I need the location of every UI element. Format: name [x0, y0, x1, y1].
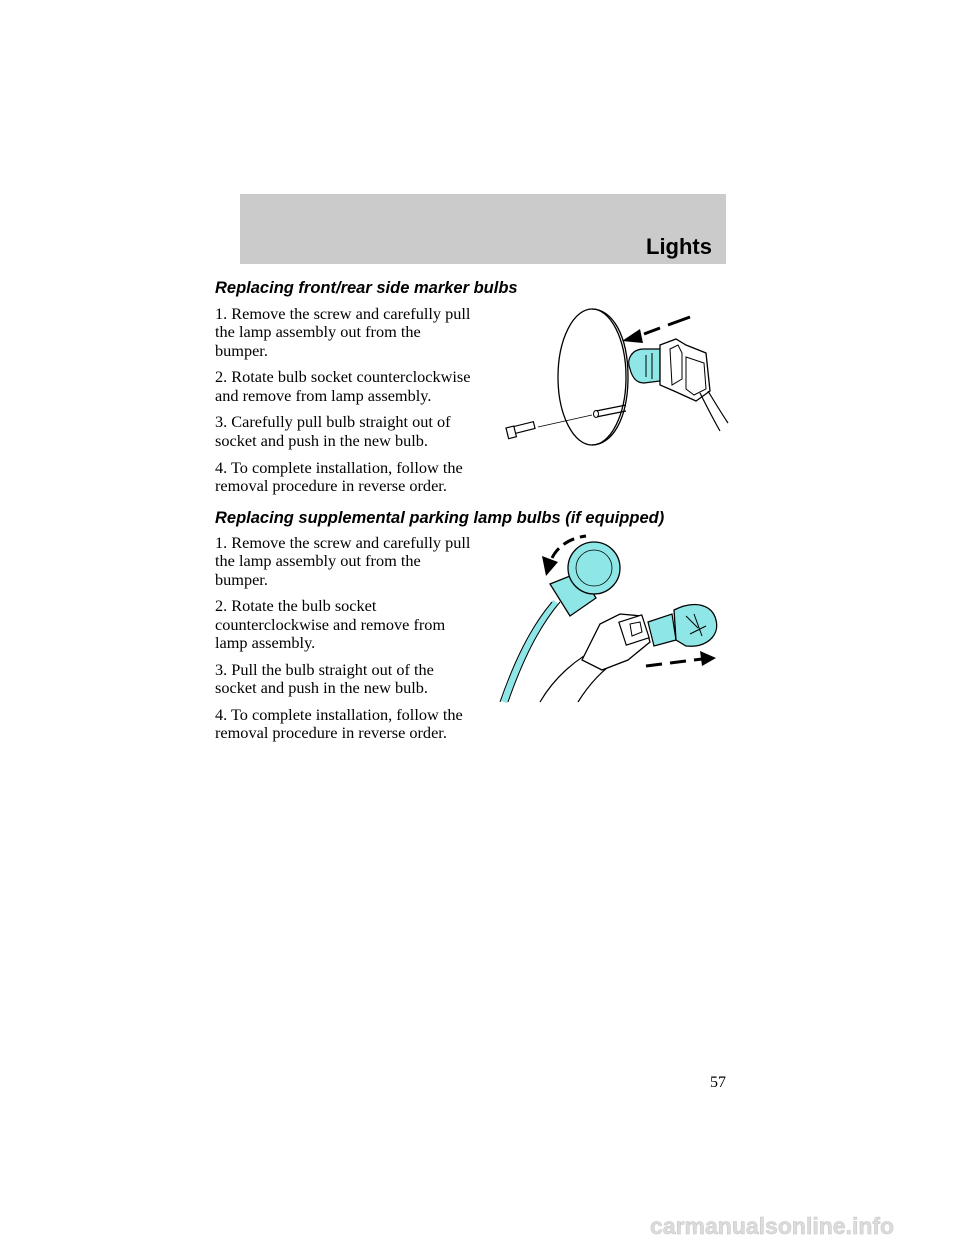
site-watermark: carmanualsonline.info	[650, 1213, 895, 1240]
section-title: Lights	[646, 234, 712, 259]
step-item: 4. To complete installation, follow the …	[215, 704, 463, 743]
removal-arrow-icon	[622, 315, 691, 343]
lower-socket-icon	[539, 613, 651, 703]
parking-lamp-steps-list: 1. Remove the screw and carefully pull t…	[215, 533, 477, 751]
screw-icon	[505, 414, 593, 440]
step-item: 3. Carefully pull bulb straight out of s…	[215, 412, 451, 450]
svg-text:carmanualsonline.info: carmanualsonline.info	[650, 1213, 894, 1239]
pull-arrow-icon	[645, 651, 716, 668]
step-item: 3. Pull the bulb straight out of the soc…	[215, 659, 434, 698]
step-item: 1. Remove the screw and carefully pull t…	[215, 533, 471, 589]
bulb-socket-icon	[659, 338, 729, 432]
section-heading-supplemental-parking: Replacing supplemental parking lamp bulb…	[215, 509, 665, 527]
side-marker-steps-list: 1. Remove the screw and carefully pull t…	[215, 304, 477, 504]
lamp-lens-icon	[557, 308, 627, 446]
upper-socket-icon	[499, 541, 621, 704]
side-marker-bulb-illustration	[505, 308, 729, 446]
section-header-band: Lights	[240, 194, 726, 264]
step-item: 2. Rotate the bulb socket counterclockwi…	[215, 596, 446, 652]
step-item: 2. Rotate bulb socket counterclockwise a…	[215, 367, 471, 405]
bulb-icon	[628, 348, 661, 384]
section-heading-side-marker: Replacing front/rear side marker bulbs	[215, 279, 518, 297]
wedge-bulb-icon	[647, 603, 718, 647]
rotate-arrow-icon	[542, 534, 587, 576]
step-item: 4. To complete installation, follow the …	[215, 457, 463, 495]
parking-lamp-bulb-illustration	[499, 534, 718, 704]
page-number: 57	[710, 1074, 726, 1091]
step-item: 1. Remove the screw and carefully pull t…	[215, 304, 471, 360]
